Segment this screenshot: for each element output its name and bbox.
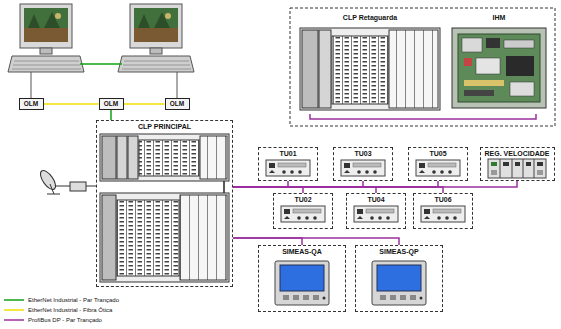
device-box: SIMEAS-QP — [355, 245, 443, 312]
device-box: TU06 — [413, 193, 473, 229]
optical-link-module: OLM — [19, 98, 44, 110]
network-cable — [233, 238, 302, 245]
legend-row: ProfiBus DP - Par Trançado — [4, 315, 119, 325]
plc-rack — [300, 28, 440, 110]
terminal-unit — [281, 206, 325, 222]
workstation — [8, 4, 84, 72]
legend-line-sample — [4, 307, 24, 313]
node-label: CLP PRINCIPAL — [137, 123, 192, 131]
node-label: OLM — [103, 100, 119, 107]
network-cable — [233, 181, 288, 187]
device-box: TU02 — [273, 193, 333, 229]
network-cable — [233, 181, 438, 187]
network-cable — [233, 187, 443, 193]
node-label: REG. VELOCIDADE — [484, 150, 551, 158]
node-label: OLM — [23, 100, 39, 107]
plc-rack — [100, 193, 229, 282]
legend-text: EtherNet Industrial - Fibra Ótica — [28, 307, 112, 314]
node-label: IHM — [492, 14, 507, 22]
legend-row: EtherNet Industrial - Par Trançado — [4, 295, 119, 305]
network-cable — [124, 103, 165, 105]
terminal-unit — [354, 206, 398, 222]
node-label: TU01 — [278, 150, 297, 158]
node-label: SIMEAS-QP — [378, 248, 419, 256]
rack-link — [223, 181, 225, 193]
satellite-antenna — [38, 168, 96, 194]
network-cable — [310, 114, 536, 119]
network-cable — [44, 103, 99, 105]
patch-line — [31, 72, 32, 98]
network-cable — [233, 238, 399, 245]
gps-receiver — [70, 182, 86, 191]
legend-line — [4, 299, 24, 301]
device-box: TU04 — [346, 193, 406, 229]
power-meter — [372, 261, 426, 305]
node-label: TU05 — [428, 150, 447, 158]
terminal-unit — [416, 160, 460, 176]
network-cable — [110, 110, 112, 120]
legend-line-sample — [4, 317, 24, 323]
device-box: REG. VELOCIDADE — [480, 147, 555, 181]
legend-text: ProfiBus DP - Par Trançado — [28, 317, 102, 324]
legend-line — [4, 309, 24, 311]
node-label: OLM — [169, 100, 185, 107]
node-label: CLP Retaguarda — [342, 14, 398, 22]
device-box: TU03 — [333, 147, 393, 181]
workstation — [118, 4, 194, 72]
device-box: TU05 — [408, 147, 468, 181]
terminal-unit — [341, 160, 385, 176]
power-meter — [275, 261, 329, 305]
legend-line-sample — [4, 297, 24, 303]
device-box: CLP PRINCIPAL — [96, 120, 233, 287]
optical-link-module: OLM — [165, 98, 190, 110]
device-box: SIMEAS-QA — [258, 245, 346, 312]
hmi-panel — [452, 28, 546, 108]
speed-regulator — [488, 159, 546, 178]
legend-line — [4, 319, 24, 321]
legend: EtherNet Industrial - Par TrançadoEtherN… — [4, 295, 119, 325]
device-box: CLP Retaguarda — [296, 13, 444, 114]
group-outline — [290, 8, 555, 126]
node-label: TU04 — [366, 196, 385, 204]
optical-link-module: OLM — [99, 98, 124, 110]
node-label: TU02 — [293, 196, 312, 204]
network-cable — [233, 181, 517, 187]
network-cable — [233, 181, 363, 187]
node-label: SIMEAS-QA — [281, 248, 323, 256]
node-label: TU03 — [353, 150, 372, 158]
ethernet-line — [80, 63, 122, 65]
terminal-unit — [421, 206, 465, 222]
plc-rack — [100, 134, 229, 181]
node-label: TU06 — [433, 196, 452, 204]
workstations — [8, 4, 194, 98]
legend-text: EtherNet Industrial - Par Trançado — [28, 297, 119, 304]
device-box: IHM — [448, 13, 550, 114]
terminal-unit — [266, 160, 310, 176]
patch-line — [177, 72, 178, 98]
device-box: TU01 — [258, 147, 318, 181]
legend-row: EtherNet Industrial - Fibra Ótica — [4, 305, 119, 315]
